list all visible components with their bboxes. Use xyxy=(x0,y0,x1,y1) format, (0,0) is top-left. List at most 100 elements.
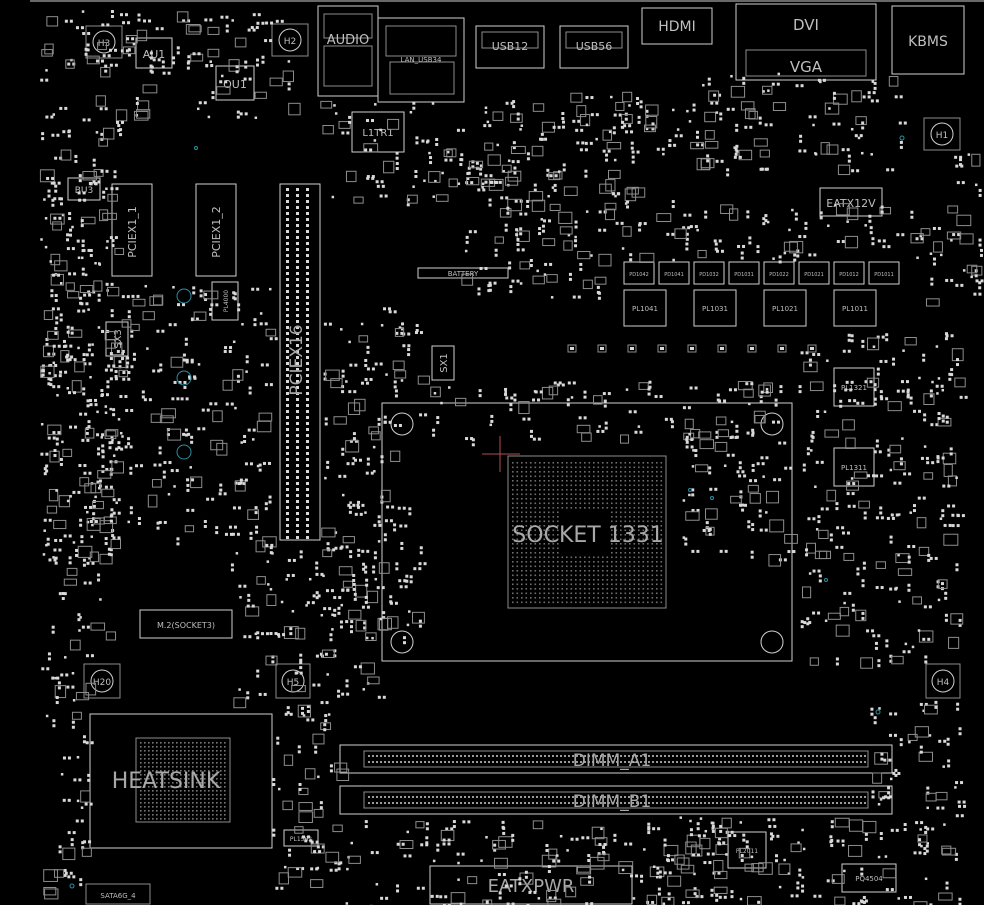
inductor-pl1041: PL1041 xyxy=(623,289,667,327)
dvi-label: DVI xyxy=(793,16,819,34)
dimm-b1-label: DIMM_B1 xyxy=(573,792,651,812)
mount-hole-h5: H5 xyxy=(275,663,311,699)
pch-ball-grid xyxy=(140,742,226,820)
cursor-crosshair xyxy=(482,436,520,472)
l1tr1-label: L1TR1 xyxy=(362,128,393,139)
h4-label: H4 xyxy=(937,678,950,688)
dimm-b1-pins xyxy=(368,796,866,804)
h2-label: H2 xyxy=(284,37,297,47)
h5-label: H5 xyxy=(287,678,300,688)
pciex16-slot: PCIEX16 xyxy=(279,183,321,541)
eatx12v-connector: EATX12V xyxy=(819,187,883,217)
mount-hole-h1: H1 xyxy=(923,117,961,151)
pciex16-label: PCIEX16 xyxy=(287,324,307,395)
pciex16-pins xyxy=(286,188,309,539)
mosfet-pd1032: PD1032 xyxy=(693,261,725,285)
socket-label: SOCKET 1331 xyxy=(512,523,663,548)
sx3-chip: SX3 xyxy=(105,321,129,357)
pl4000-inductor: PL4000 xyxy=(211,281,239,321)
mount-hole-h2: H2 xyxy=(271,23,309,57)
battery-holder: BATTERY xyxy=(417,267,509,279)
kbms-connector: KBMS xyxy=(891,5,965,75)
socket-pin-grid xyxy=(512,462,663,604)
lan-usb-connector: LAN_USB34 xyxy=(377,17,465,103)
au1-label: AU1 xyxy=(143,48,166,61)
usb56-label: USB56 xyxy=(576,40,613,53)
svg-text:PL1041: PL1041 xyxy=(632,305,658,313)
svg-text:PD1041: PD1041 xyxy=(664,272,684,278)
sx3-label: SX3 xyxy=(113,329,124,349)
dimm-a1-label: DIMM_A1 xyxy=(573,751,651,771)
svg-text:PL1031: PL1031 xyxy=(702,305,728,313)
mosfet-pd1031: PD1031 xyxy=(728,261,760,285)
mosfet-pd1011: PD1011 xyxy=(868,261,900,285)
pciex1-2-label: PCIEX1_2 xyxy=(210,206,223,258)
au1-chip: AU1 xyxy=(135,37,173,69)
eatxpwr-connector: EATXPWR xyxy=(429,865,633,905)
svg-text:PL1311: PL1311 xyxy=(841,464,867,472)
eatx12v-label: EATX12V xyxy=(826,197,876,210)
usb56-connector: USB56 xyxy=(559,25,629,69)
svg-text:PL1011: PL1011 xyxy=(842,305,868,313)
m2-label: M.2(SOCKET3) xyxy=(157,621,215,630)
sx1-chip: SX1 xyxy=(431,345,455,381)
mosfet-pd1012: PD1012 xyxy=(833,261,865,285)
pciex1-2-slot: PCIEX1_2 xyxy=(195,183,237,277)
pciex1-1-label: PCIEX1_1 xyxy=(126,206,139,258)
inductor-pl1562: PL1562 xyxy=(283,829,319,847)
dimm-a1-slot: DIMM_A1 xyxy=(339,744,893,774)
h3-label: H3 xyxy=(98,39,111,49)
audio-label: AUDIO xyxy=(327,33,370,48)
pciex1-1-slot: PCIEX1_1 xyxy=(111,183,153,277)
sx1-label: SX1 xyxy=(439,353,450,373)
sata-label: SATA6G_4 xyxy=(100,892,136,900)
sata-connector: SATA6G_4 xyxy=(85,883,151,905)
usb12-label: USB12 xyxy=(492,40,529,53)
svg-text:PQ4504: PQ4504 xyxy=(855,875,883,883)
hdmi-connector: HDMI xyxy=(641,7,713,45)
dvi-vga-connector: DVI VGA xyxy=(735,3,877,81)
audio-connector: AUDIO xyxy=(317,5,379,97)
mosfet-pd1021: PD1021 xyxy=(798,261,830,285)
vga-label: VGA xyxy=(790,58,823,76)
m2-socket: M.2(SOCKET3) xyxy=(139,609,233,639)
mount-hole-h20: H20 xyxy=(83,663,121,699)
inductor-pl1311: PL1311 xyxy=(833,447,875,487)
mosfet-pd1042: PD1042 xyxy=(623,261,655,285)
h1-label: H1 xyxy=(936,131,949,141)
inductor-pl1031: PL1031 xyxy=(693,289,737,327)
svg-text:PD1012: PD1012 xyxy=(839,272,859,278)
svg-text:PL2011: PL2011 xyxy=(736,848,758,855)
usb12-connector: USB12 xyxy=(475,25,545,69)
inductor-pl1021: PL1021 xyxy=(763,289,807,327)
pch-heatsink: HEATSINK xyxy=(89,713,273,849)
hdmi-label: HDMI xyxy=(658,19,696,35)
svg-text:PD1021: PD1021 xyxy=(804,272,824,278)
mosfet-pd1041: PD1041 xyxy=(658,261,690,285)
pl4000-label: PL4000 xyxy=(223,290,230,312)
svg-text:PL1321: PL1321 xyxy=(841,384,867,392)
mount-hole-h3: H3 xyxy=(85,25,123,59)
h20-label: H20 xyxy=(93,678,111,688)
mosfet-pd1022: PD1022 xyxy=(763,261,795,285)
svg-text:PL1021: PL1021 xyxy=(772,305,798,313)
heatsink-label: HEATSINK xyxy=(112,769,221,794)
ou1-label: OU1 xyxy=(223,78,247,91)
ou1-chip: OU1 xyxy=(215,65,255,101)
kbms-label: KBMS xyxy=(908,34,948,50)
svg-text:PL1562: PL1562 xyxy=(290,836,312,843)
dimm-b1-slot: DIMM_B1 xyxy=(339,785,893,815)
bu3-label: BU3 xyxy=(75,186,94,196)
svg-text:PD1042: PD1042 xyxy=(629,272,649,278)
eatxpwr-label: EATXPWR xyxy=(488,876,575,897)
svg-text:PD1032: PD1032 xyxy=(699,272,719,278)
svg-text:PD1011: PD1011 xyxy=(874,272,894,278)
cpu-socket: SOCKET 1331 xyxy=(381,402,793,662)
svg-text:PD1031: PD1031 xyxy=(734,272,754,278)
small-components xyxy=(39,10,984,905)
vias xyxy=(69,135,905,889)
mosfet-row: PD1042 PD1041 PD1032 PD1031 PD1022 PD102… xyxy=(623,261,900,285)
inductor-pl1011: PL1011 xyxy=(833,289,877,327)
dimm-a1-pins xyxy=(368,755,866,763)
